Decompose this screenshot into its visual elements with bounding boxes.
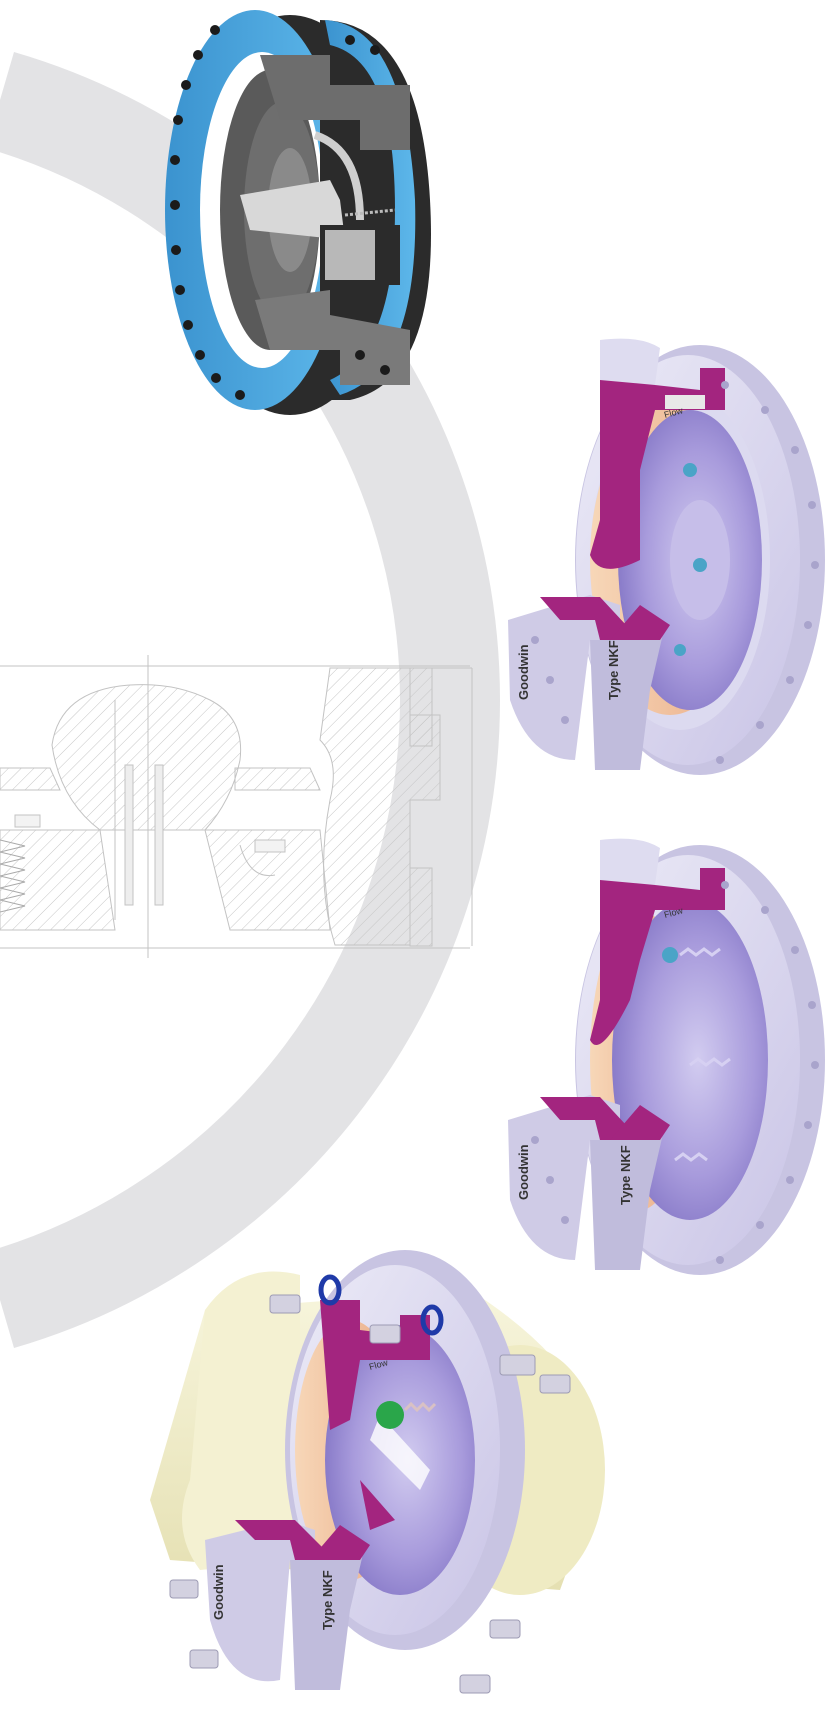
- valve-blue-cutaway: [165, 10, 431, 415]
- technical-section-drawing: [0, 655, 473, 958]
- brand-label: Goodwin: [516, 1144, 531, 1200]
- flow-label: Flow: [368, 1357, 389, 1372]
- brand-label: Goodwin: [211, 1564, 226, 1620]
- type-label: Type NKF: [320, 1570, 335, 1630]
- brand-label: Goodwin: [516, 644, 531, 700]
- valve-nkf-open-2: Goodwin Type NKF Flow: [508, 838, 825, 1275]
- type-label: Type NKF: [618, 1145, 633, 1205]
- flow-label: Flow: [663, 405, 684, 420]
- valve-nkf-open-1: Goodwin Type NKF Flow: [508, 338, 825, 775]
- valve-nkf-installed: Goodwin Type NKF Flow: [150, 1250, 605, 1694]
- flow-label: Flow: [663, 905, 684, 920]
- type-label: Type NKF: [606, 640, 621, 700]
